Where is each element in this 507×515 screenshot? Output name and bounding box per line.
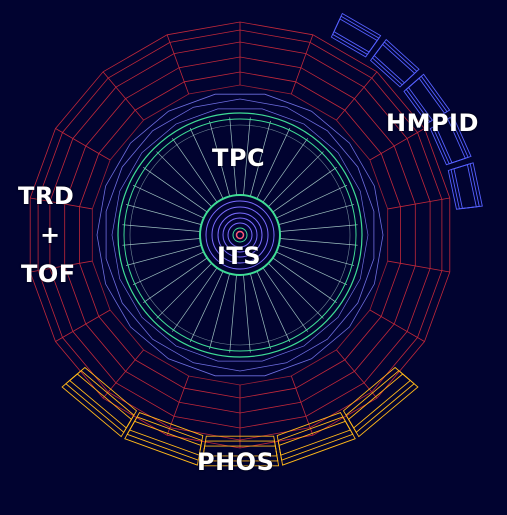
its-layer-ring bbox=[222, 217, 258, 253]
tpc-sector-line bbox=[256, 127, 291, 199]
trd-segment-divider bbox=[290, 34, 314, 95]
tpc-sector-line bbox=[125, 245, 202, 266]
label-plus: + bbox=[40, 221, 61, 249]
tpc-sector-line bbox=[250, 120, 271, 197]
tpc-sector-line bbox=[189, 127, 224, 199]
hmpid-layer bbox=[330, 12, 483, 210]
tpc-sector-line bbox=[156, 151, 212, 207]
tpc-sector-line bbox=[276, 251, 348, 286]
tpc-sector-line bbox=[256, 271, 291, 343]
tpc-sector-line bbox=[172, 267, 218, 332]
trd-segment-divider bbox=[290, 375, 314, 436]
trd-ring bbox=[91, 84, 389, 386]
tpc-outer-ring bbox=[117, 112, 363, 358]
tpc-sector-line bbox=[229, 117, 237, 196]
tpc-sector-line bbox=[279, 224, 358, 232]
tpc-sector-line bbox=[268, 263, 324, 319]
phos-module bbox=[200, 445, 280, 467]
trd-segment-divider bbox=[102, 71, 144, 121]
tpc-sector-line bbox=[243, 274, 251, 353]
tpc-sector-line bbox=[209, 120, 230, 197]
tpc-sector-line bbox=[262, 267, 308, 332]
trd-segment-divider bbox=[369, 128, 425, 161]
label-trd: TRD bbox=[18, 182, 75, 210]
label-phos: PHOS bbox=[197, 448, 275, 476]
its-inner-ring bbox=[232, 227, 248, 243]
tpc-inner-ring bbox=[199, 194, 281, 276]
tpc-outer-ring bbox=[123, 118, 357, 352]
trd-ring bbox=[64, 56, 416, 414]
trd-segment-divider bbox=[30, 260, 93, 273]
hmpid-module bbox=[333, 12, 382, 53]
tpc-sector-line bbox=[272, 167, 337, 213]
tpc-sector-line bbox=[122, 224, 201, 232]
tpc-sector-line bbox=[229, 274, 237, 353]
its-layer-ring bbox=[217, 212, 263, 258]
tpc-sector-line bbox=[189, 271, 224, 343]
tpc-sector-line bbox=[276, 184, 348, 219]
phos-module bbox=[61, 373, 132, 438]
phos-module bbox=[348, 373, 419, 438]
hmpid-module bbox=[369, 43, 416, 88]
its-layer-ring bbox=[205, 200, 275, 270]
tpc-sector-line bbox=[132, 251, 204, 286]
trd-segment-divider bbox=[30, 197, 93, 210]
tpc-sector-line bbox=[143, 167, 208, 213]
tpc-outer-polygon bbox=[96, 93, 384, 377]
hmpid-module bbox=[407, 73, 451, 121]
hmpid-module bbox=[453, 162, 483, 209]
phos-module bbox=[277, 416, 354, 461]
trd-tof-layer bbox=[29, 21, 451, 449]
trd-segment-divider bbox=[166, 375, 190, 436]
tpc-sector-line bbox=[156, 263, 212, 319]
tpc-sector-line bbox=[262, 138, 308, 203]
tpc-sector-line bbox=[268, 151, 324, 207]
tpc-outer-polygon bbox=[105, 98, 375, 372]
trd-ring bbox=[29, 21, 451, 449]
trd-ring bbox=[49, 41, 431, 429]
tpc-sector-line bbox=[143, 257, 208, 303]
its-layer-ring bbox=[227, 222, 253, 248]
trd-segment-divider bbox=[369, 309, 425, 342]
phos-module bbox=[126, 416, 203, 461]
its-layer-ring bbox=[211, 206, 269, 264]
tpc-sector-line bbox=[209, 273, 230, 350]
trd-segment-divider bbox=[387, 197, 450, 210]
tpc-sector-line bbox=[278, 245, 355, 266]
tpc-sector-line bbox=[125, 204, 202, 225]
label-its: ITS bbox=[217, 242, 262, 270]
tpc-sector-line bbox=[278, 204, 355, 225]
trd-segment-divider bbox=[336, 71, 378, 121]
phos-layer bbox=[61, 366, 419, 467]
trd-segment-divider bbox=[166, 34, 190, 95]
trd-segment-divider bbox=[55, 128, 111, 161]
hmpid-module bbox=[373, 38, 420, 84]
trd-segment-divider bbox=[387, 260, 450, 273]
its-layer bbox=[205, 200, 275, 270]
hmpid-module bbox=[434, 115, 472, 164]
tpc-layer bbox=[96, 93, 384, 377]
label-hmpid: HMPID bbox=[386, 109, 479, 137]
tpc-sector-line bbox=[243, 117, 251, 196]
trd-segment-divider bbox=[102, 349, 144, 399]
label-tpc: TPC bbox=[212, 144, 266, 172]
phos-module bbox=[124, 420, 202, 466]
tpc-sector-line bbox=[172, 138, 218, 203]
phos-module bbox=[278, 420, 356, 466]
beam-pipe bbox=[235, 230, 245, 240]
trd-segment-divider bbox=[336, 349, 378, 399]
trd-ring bbox=[79, 71, 401, 399]
tpc-sector-line bbox=[122, 238, 201, 246]
tpc-sector-line bbox=[279, 238, 358, 246]
tpc-sector-line bbox=[132, 184, 204, 219]
trd-segment-divider bbox=[55, 309, 111, 342]
tpc-sector-line bbox=[272, 257, 337, 303]
label-tof: TOF bbox=[21, 260, 76, 288]
tpc-sector-line bbox=[250, 273, 271, 350]
tpc-ring bbox=[129, 124, 351, 346]
tpc-outer-polygon bbox=[111, 108, 369, 362]
